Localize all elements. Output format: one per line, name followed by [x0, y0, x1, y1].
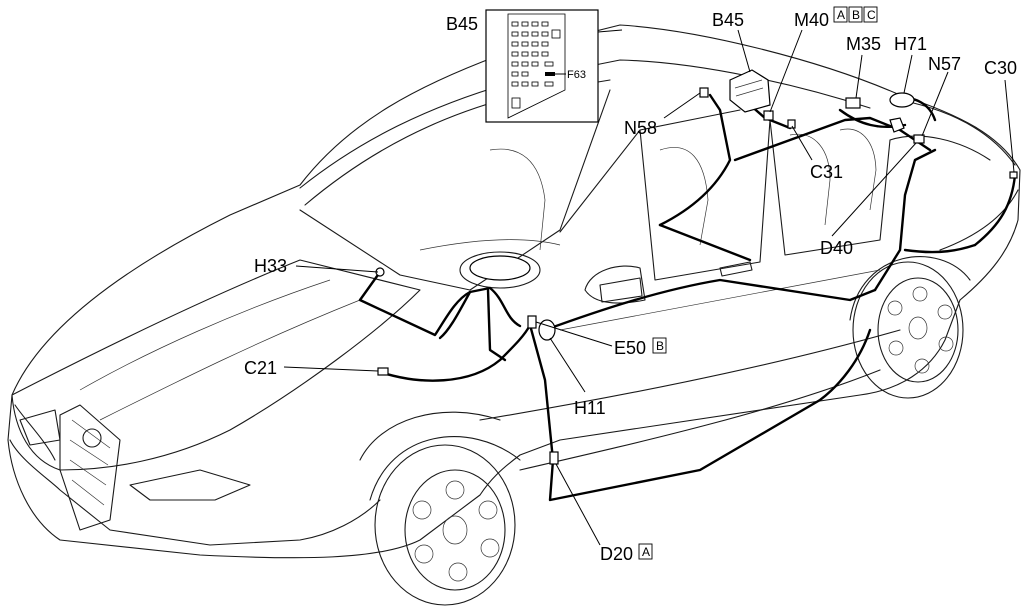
- n58-connector: [699, 87, 709, 98]
- m40-connector: [763, 110, 774, 121]
- b45-fuse-box-inset: F63: [485, 9, 599, 123]
- rear-wheel: [849, 256, 971, 399]
- b45-module: [729, 69, 771, 113]
- leader-lines: [283, 29, 1015, 546]
- d20-variant-box: [638, 543, 653, 560]
- f63-fuse: [545, 72, 555, 76]
- c31-connector: [787, 119, 796, 129]
- label-b45: B45: [712, 10, 744, 30]
- mirror-component: [469, 255, 531, 281]
- label-m35: M35: [846, 34, 881, 54]
- c21-connector: [377, 367, 389, 376]
- m40-variant-c: C: [867, 8, 876, 22]
- label-b45-inset: B45: [446, 14, 478, 34]
- m40-variant-a: A: [837, 8, 845, 22]
- label-e50: E50: [614, 338, 646, 358]
- front-wheel: [369, 436, 521, 606]
- car-body: [7, 24, 1021, 606]
- label-d20: D20: [600, 544, 633, 564]
- label-n58: N58: [624, 118, 657, 138]
- h71-component: [889, 92, 915, 108]
- label-n57: N57: [928, 54, 961, 74]
- label-m40: M40: [794, 10, 829, 30]
- h11-component: [538, 319, 556, 341]
- label-c31: C31: [810, 162, 843, 182]
- m40-variant-boxes: A B C: [833, 6, 878, 23]
- label-h71: H71: [894, 34, 927, 54]
- m40-variant-b: B: [852, 8, 860, 22]
- d20-connector: [549, 451, 559, 465]
- labels: B45 B45 M40 A B C M35 H71 N57 C30 N58 C3…: [244, 6, 1017, 564]
- label-c21: C21: [244, 358, 277, 378]
- label-c30: C30: [984, 58, 1017, 78]
- label-h11: H11: [574, 398, 606, 418]
- e50-variant-box: [652, 337, 667, 354]
- c30-connector: [1009, 171, 1018, 179]
- f63-label: F63: [567, 69, 586, 81]
- n57-connector: [913, 134, 925, 144]
- m35-connector: [845, 97, 861, 109]
- d20-variant: A: [642, 545, 650, 559]
- e50-connector: [527, 315, 537, 329]
- label-d40: D40: [820, 238, 853, 258]
- e50-variant: B: [656, 339, 664, 353]
- components: [375, 69, 1018, 465]
- wiring-harness: [358, 93, 1017, 502]
- label-h33: H33: [254, 256, 287, 276]
- n57-component: [889, 117, 905, 133]
